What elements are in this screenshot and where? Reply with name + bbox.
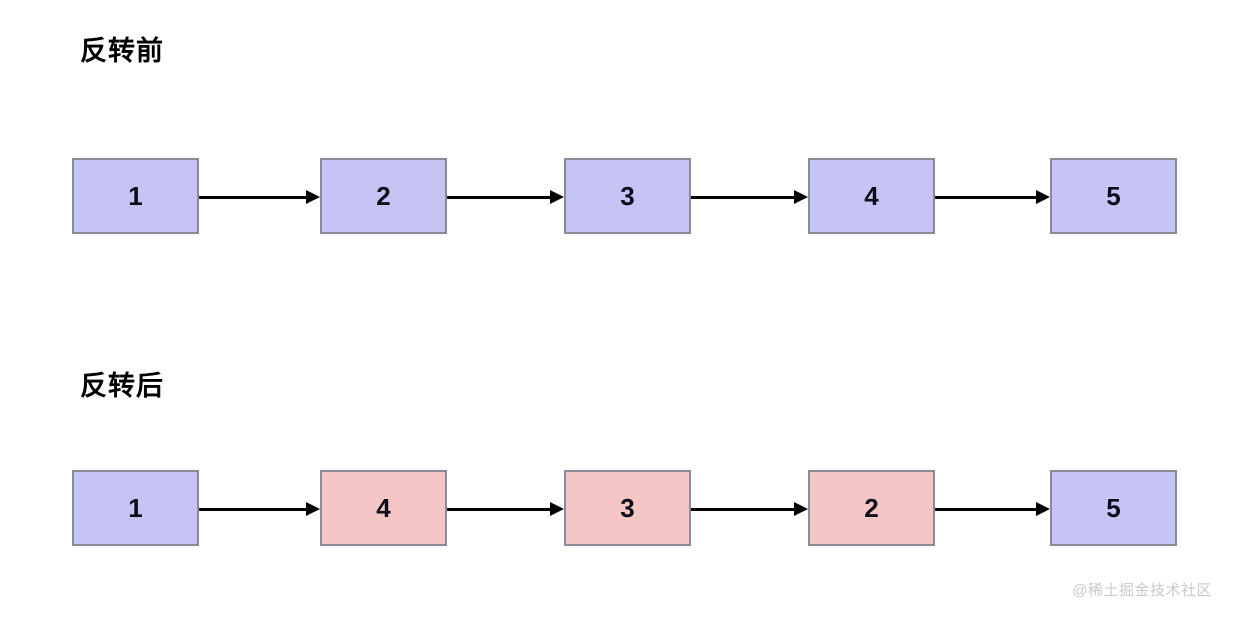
arrow-connector-icon [935,502,1050,516]
node-label: 3 [620,180,635,211]
node-label: 3 [620,492,635,523]
arrow-line [199,508,307,511]
arrow-head-icon [794,502,808,516]
node-label: 5 [1106,180,1121,211]
arrow-head-icon [1036,502,1050,516]
node-box: 1 [72,158,199,234]
node-label: 2 [376,180,391,211]
section-title-before: 反转前 [80,36,164,66]
arrow-line [691,508,795,511]
arrow-head-icon [306,502,320,516]
node-label: 4 [376,492,391,523]
arrow-connector-icon [199,502,320,516]
arrow-connector-icon [447,190,564,204]
node-chain-before: 1 2 3 4 5 [0,158,1234,238]
arrow-connector-icon [691,190,808,204]
section-title-after: 反转后 [80,371,164,401]
node-box: 5 [1050,158,1177,234]
arrow-connector-icon [447,502,564,516]
watermark-text: @稀土掘金技术社区 [1072,582,1212,599]
arrow-head-icon [550,502,564,516]
node-label: 4 [864,180,879,211]
node-box: 2 [808,470,935,546]
node-box: 1 [72,470,199,546]
arrow-line [935,196,1037,199]
arrow-line [935,508,1037,511]
node-label: 1 [128,492,143,523]
node-box: 5 [1050,470,1177,546]
arrow-head-icon [306,190,320,204]
arrow-connector-icon [199,190,320,204]
node-label: 2 [864,492,879,523]
node-box: 4 [808,158,935,234]
arrow-head-icon [550,190,564,204]
node-box: 4 [320,470,447,546]
node-box: 2 [320,158,447,234]
node-label: 1 [128,180,143,211]
arrow-connector-icon [935,190,1050,204]
arrow-head-icon [1036,190,1050,204]
arrow-connector-icon [691,502,808,516]
arrow-head-icon [794,190,808,204]
node-label: 5 [1106,492,1121,523]
arrow-line [691,196,795,199]
node-box: 3 [564,470,691,546]
node-box: 3 [564,158,691,234]
node-chain-after: 1 4 3 2 5 [0,470,1234,550]
arrow-line [447,196,551,199]
arrow-line [447,508,551,511]
arrow-line [199,196,307,199]
